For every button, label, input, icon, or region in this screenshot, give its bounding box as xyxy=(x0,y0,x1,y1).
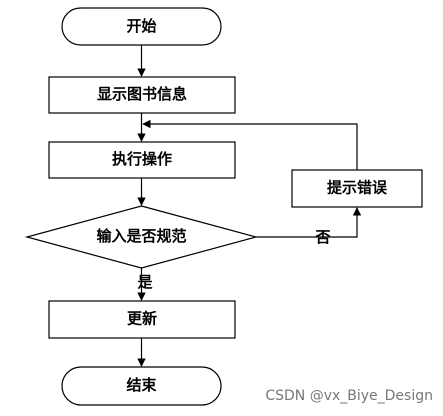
error-label: 提示错误 xyxy=(327,179,388,197)
end-node: 结束 xyxy=(61,366,222,406)
start-label: 开始 xyxy=(126,17,156,35)
yes-label: 是 xyxy=(136,273,153,291)
no-label: 否 xyxy=(314,228,330,246)
show-info-node: 显示图书信息 xyxy=(48,76,236,114)
decision-node: 输入是否规范 xyxy=(24,205,259,269)
show-info-label: 显示图书信息 xyxy=(97,85,187,103)
watermark: CSDN @vx_Biye_Design xyxy=(265,388,433,404)
start-node: 开始 xyxy=(61,7,222,46)
arrow-error-loop-back xyxy=(142,119,358,170)
end-label: 结束 xyxy=(126,376,157,394)
execute-node: 执行操作 xyxy=(48,141,236,179)
execute-label: 执行操作 xyxy=(112,150,172,168)
decision-label: 输入是否规范 xyxy=(96,227,186,245)
update-node: 更新 xyxy=(48,300,236,339)
arrow-decision-to-error xyxy=(256,207,362,238)
error-node: 提示错误 xyxy=(291,169,423,208)
update-label: 更新 xyxy=(127,310,157,328)
